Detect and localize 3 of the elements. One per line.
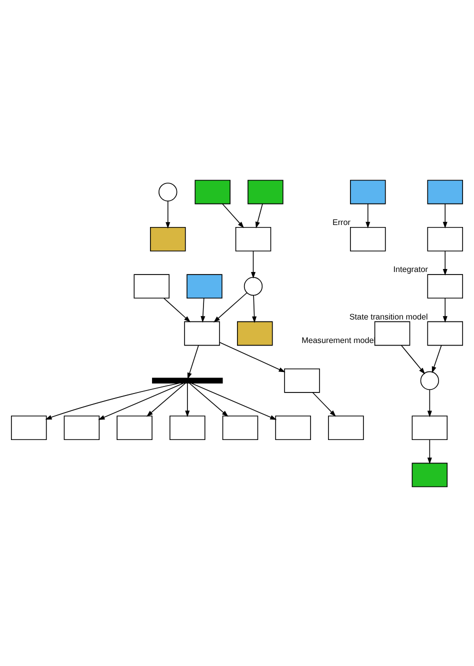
node-label: Error <box>332 217 350 226</box>
node-label: Integrator <box>393 264 428 274</box>
node-label: State transition model <box>349 312 428 321</box>
